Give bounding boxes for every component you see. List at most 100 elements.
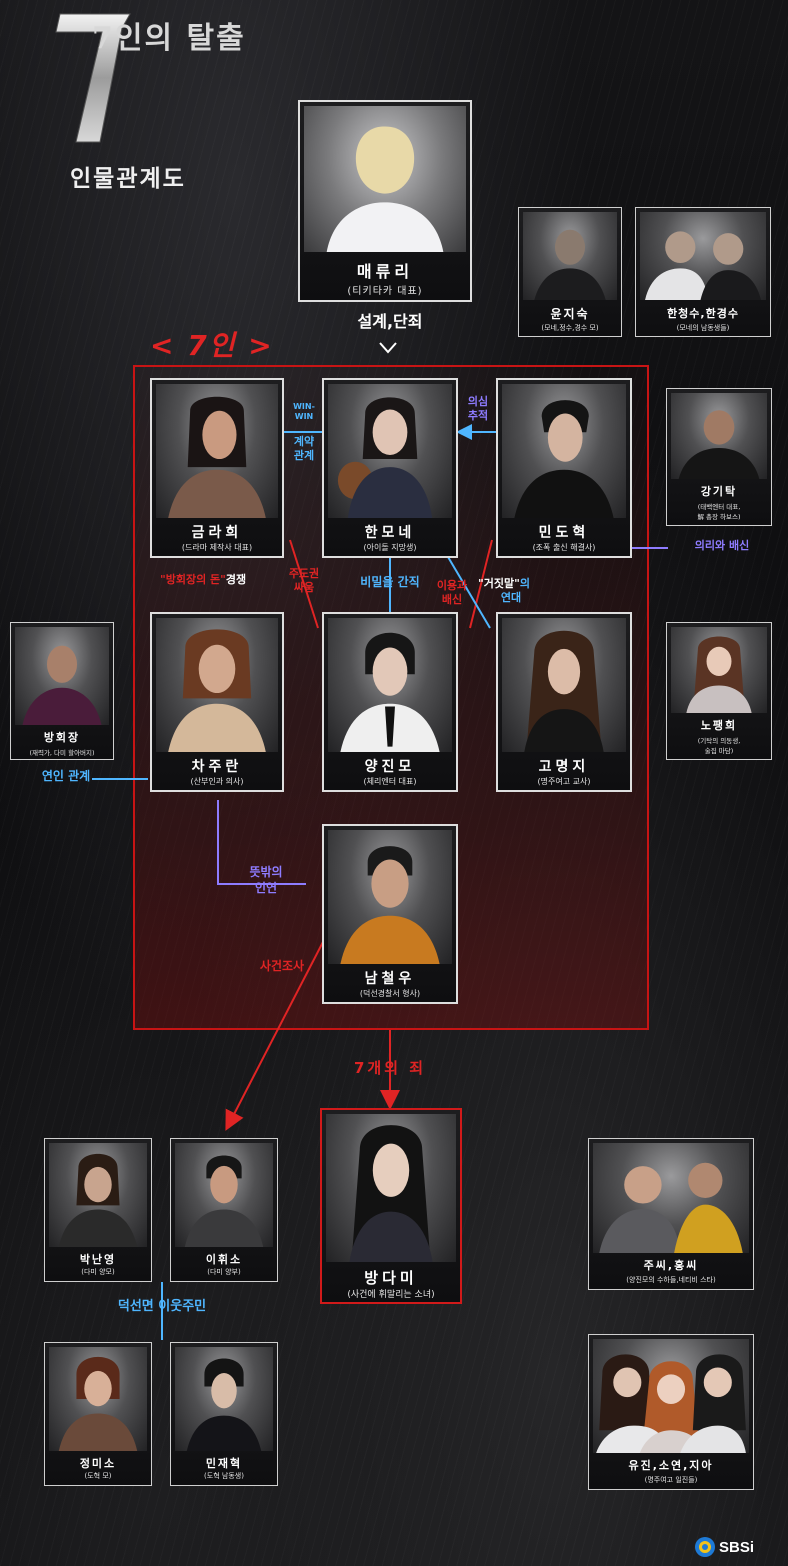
card-hanmone[interactable]: 한모네 (아이돌 지망생)	[322, 378, 458, 558]
person-silhouette-icon	[686, 636, 752, 713]
hanmone-photo	[328, 384, 452, 518]
noyanghee-name: 노팽희	[700, 719, 738, 732]
person-silhouette-icon	[184, 1155, 264, 1247]
person-silhouette-icon	[326, 126, 444, 252]
person-silhouette-icon	[514, 400, 614, 518]
money-label: "방회장의 돈"경쟁	[160, 573, 247, 587]
card-yunjisuk[interactable]: 윤지숙 (모네,정수,경수 모)	[518, 207, 622, 337]
card-bangheejang[interactable]: 방회장 (재력가, 다미 할아버지)	[10, 622, 114, 760]
fate-label-1: 뜻밖의	[249, 865, 283, 879]
jumi-role: (양진모의 수하들,네티비 스타)	[626, 1276, 716, 1284]
noyanghee-role-1: (기탁의 의동생,	[697, 737, 741, 745]
person-silhouette-icon	[58, 1356, 138, 1451]
minjaehyuk-name: 민재혁	[205, 1457, 243, 1470]
broadcaster-logo: SBSi	[694, 1535, 754, 1559]
minjaehyuk-role: (도혁 남동생)	[204, 1472, 244, 1480]
person-silhouette-icon	[58, 1153, 138, 1247]
chart-subtitle: 인물관계도	[70, 166, 186, 192]
sins-label: 7개의 죄	[353, 1059, 427, 1077]
winwin-label-1: WIN-	[293, 402, 315, 411]
title-logo	[55, 13, 131, 143]
kanggitak-photo	[671, 393, 767, 479]
card-gomyeongji[interactable]: 고명지 (명주여고 교사)	[496, 612, 632, 792]
minjaehyuk-photo	[175, 1347, 273, 1451]
chajuran-role: (산부인과 의사)	[190, 777, 244, 786]
contract-label-2: 관계	[293, 449, 315, 462]
jeongmiso-name: 정미소	[79, 1457, 117, 1470]
logo-text: 7인의 탈출	[92, 21, 246, 56]
card-minjaehyuk[interactable]: 민재혁 (도혁 남동생)	[170, 1342, 278, 1486]
card-yangjinmo[interactable]: 양진모 (체리엔터 대표)	[322, 612, 458, 792]
namcheolwoo-name: 남철우	[364, 971, 416, 987]
yangjinmo-name: 양진모	[364, 759, 416, 775]
hanmone-role: (아이돌 지망생)	[363, 543, 417, 552]
yunjisuk-photo	[523, 212, 617, 300]
card-center[interactable]: 매류리 (티키타카 대표)	[298, 100, 472, 302]
jeongmiso-role: (도혁 모)	[84, 1472, 112, 1480]
person-silhouette-icon	[340, 632, 440, 752]
kanggitak-role-2: 解 총장 하보스)	[697, 513, 741, 521]
secret-label: 비밀을 간직	[360, 575, 420, 589]
design-label: 설계,단죄	[357, 312, 423, 331]
winwin-label-2: WIN	[294, 412, 314, 421]
card-namcheolwoo[interactable]: 남철우 (덕선경찰서 형사)	[322, 824, 458, 1004]
yujin-name: 유진,소연,지아	[628, 1459, 714, 1472]
geumrahee-name: 금라희	[191, 525, 243, 541]
person-silhouette-icon	[349, 1125, 433, 1262]
bangdami-photo	[326, 1114, 456, 1262]
money-label-rest: 경쟁	[225, 573, 247, 586]
jumi-name: 주씨,홍씨	[643, 1259, 699, 1272]
noyanghee-photo	[671, 627, 767, 713]
power-line	[289, 539, 319, 629]
bangdami-name: 방다미	[364, 1269, 418, 1287]
yangjinmo-role: (체리엔터 대표)	[363, 777, 417, 786]
kanggitak-name: 강기탁	[700, 485, 738, 498]
mindohyuk-role: (조폭 출신 해결사)	[532, 543, 596, 552]
betrayal-line	[469, 539, 493, 629]
card-noyanghee[interactable]: 노팽희 (기탁의 의동생, 술집 마담)	[666, 622, 772, 760]
card-leehwiso[interactable]: 이휘소 (다미 양부)	[170, 1138, 278, 1282]
namcheolwoo-photo	[328, 830, 452, 964]
hanbrothers-role: (모네의 남동생들)	[676, 324, 730, 332]
leehwiso-photo	[175, 1143, 273, 1247]
geumrahee-role: (드라마 제작사 대표)	[181, 543, 253, 552]
card-kanggitak[interactable]: 강기탁 (태백엔터 대표, 解 총장 하보스)	[666, 388, 772, 526]
sbs-logo-icon	[695, 1537, 715, 1557]
design-arrow	[379, 342, 397, 354]
card-geumrahee[interactable]: 금라희 (드라마 제작사 대표)	[150, 378, 284, 558]
chajuran-photo	[156, 618, 278, 752]
bangheejang-photo	[15, 627, 109, 725]
card-jumi[interactable]: 주씨,홍씨 (양진모의 수하들,네티비 스타)	[588, 1138, 754, 1290]
lover-label: 연인 관계	[41, 769, 91, 783]
person-silhouette-icon	[168, 396, 266, 518]
gomyeongji-role: (명주여고 교사)	[537, 777, 591, 786]
money-label-quote: "방회장의 돈"	[160, 573, 226, 586]
loyalty-label: 의리와 배신	[694, 539, 750, 552]
card-yujin[interactable]: 유진,소연,지아 (명주여고 일진들)	[588, 1334, 754, 1490]
card-chajuran[interactable]: 차주란 (산부인과 의사)	[150, 612, 284, 792]
yujin-role: (명주여고 일진들)	[644, 1476, 698, 1484]
investigation-label: 사건조사	[259, 959, 305, 973]
bangheejang-name: 방회장	[43, 731, 81, 744]
hanmone-name: 한모네	[364, 525, 416, 541]
neighbors-label: 덕선면 이웃주민	[117, 1299, 207, 1314]
chajuran-name: 차주란	[191, 759, 243, 775]
fate-label-2: 인연	[254, 881, 278, 895]
gomyeongji-name: 고명지	[538, 759, 590, 775]
card-bangdami[interactable]: 방다미 (사건에 휘말리는 소녀)	[320, 1108, 462, 1304]
card-mindohyuk[interactable]: 민도혁 (조폭 출신 해결사)	[496, 378, 632, 558]
center-name: 매류리	[356, 262, 414, 281]
yunjisuk-role: (모네,정수,경수 모)	[541, 324, 599, 332]
person-silhouette-icon	[186, 1358, 262, 1451]
card-jeongmiso[interactable]: 정미소 (도혁 모)	[44, 1342, 152, 1486]
card-parknanyoung[interactable]: 박난영 (다미 양모)	[44, 1138, 152, 1282]
person-silhouette-icon	[678, 410, 760, 479]
fate-line	[217, 800, 306, 885]
parknanyoung-name: 박난영	[79, 1253, 117, 1266]
power-label-2: 싸움	[293, 581, 315, 594]
yangjinmo-photo	[328, 618, 452, 752]
suspicion-label-1: 의심	[467, 395, 489, 408]
card-hanbrothers[interactable]: 한청수,한경수 (모네의 남동생들)	[635, 207, 771, 337]
